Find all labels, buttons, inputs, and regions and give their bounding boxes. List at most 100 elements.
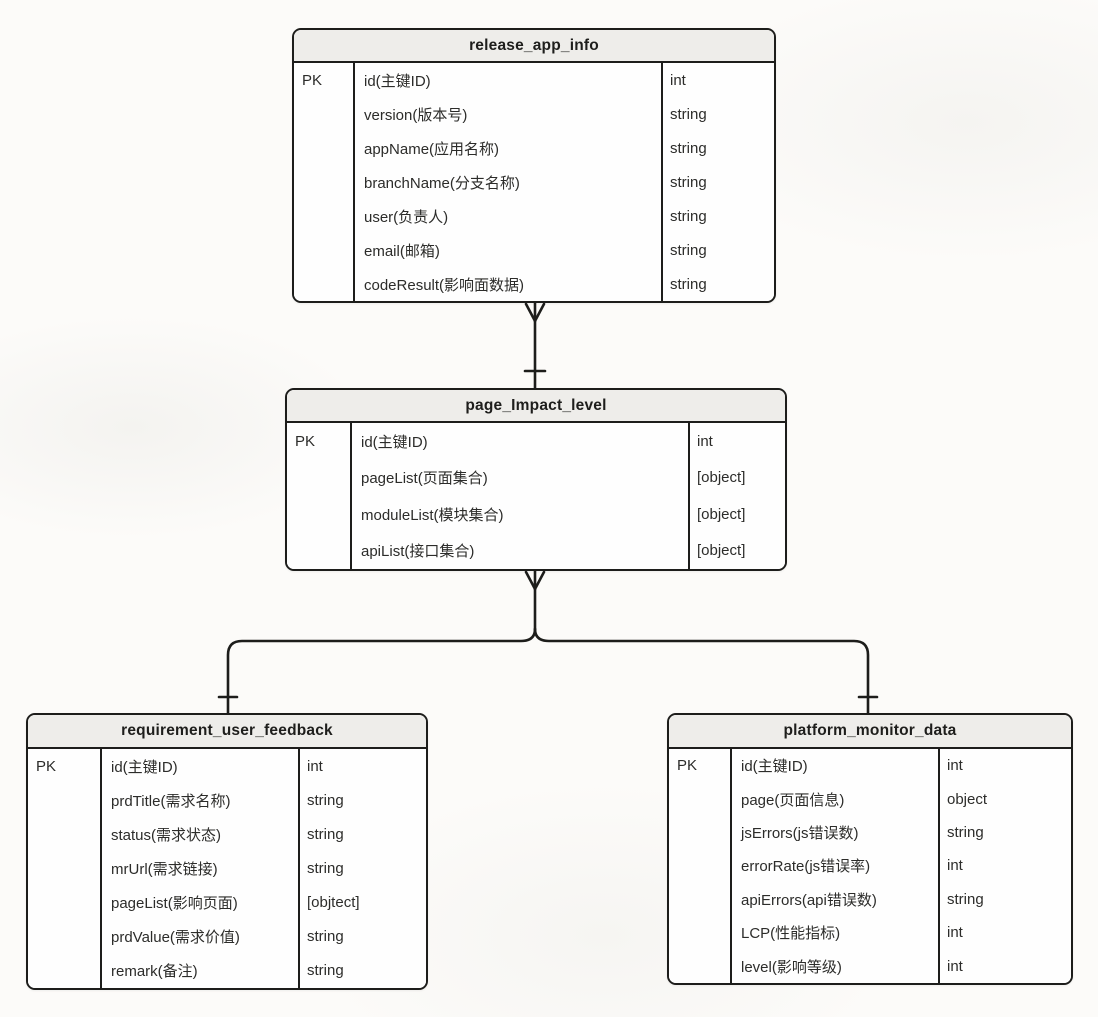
pk-cell <box>28 783 102 818</box>
pk-cell <box>287 459 352 496</box>
table-row: PK id(主键ID) int <box>287 423 785 460</box>
table-row: version(版本号) string <box>294 97 774 131</box>
field-type-cell: [object] <box>688 532 785 569</box>
field-name-cell: pageList(影响页面) <box>111 895 238 913</box>
pk-cell: PK <box>669 749 732 783</box>
table-row: moduleList(模块集合)[object] <box>287 496 785 533</box>
field-name-cell: page(页面信息) <box>741 791 845 809</box>
field-name-cell: version(版本号) <box>364 106 468 124</box>
field-type-cell: string <box>938 815 1071 850</box>
field-name-cell: moduleList(模块集合) <box>361 506 504 524</box>
field-type-cell: int <box>661 63 774 97</box>
crow-foot-icon <box>524 570 537 591</box>
entity-title: page_Impact_level <box>287 390 785 423</box>
table-row: level(影响等级) int <box>669 949 1071 983</box>
field-type-cell: int <box>938 949 1071 983</box>
field-name-cell: id(主键ID) <box>741 758 808 776</box>
field-name-cell: appName(应用名称) <box>364 140 500 158</box>
pk-cell <box>669 815 732 850</box>
pk-cell <box>28 817 102 852</box>
pk-cell <box>294 199 355 233</box>
pk-cell <box>294 131 355 165</box>
field-type-cell: string <box>661 97 774 131</box>
field-type-cell: [objtect] <box>298 885 426 920</box>
field-name-cell: apiList(接口集合) <box>361 543 475 561</box>
table-row: pageList(页面集合) [object] <box>287 459 785 496</box>
field-type-cell: int <box>688 423 785 460</box>
field-type-cell: string <box>661 199 774 233</box>
connector-to-feedback <box>226 627 537 715</box>
table-row: pageList(影响页面) [objtect] <box>28 885 426 920</box>
entity-title: release_app_info <box>294 30 774 63</box>
field-type-cell: string <box>298 817 426 852</box>
connector-to-monitor <box>533 627 870 715</box>
field-type-cell: int <box>938 849 1071 883</box>
crow-foot-icon <box>533 302 546 323</box>
table-row: user(负责人) string <box>294 199 774 233</box>
field-name-cell: status(需求状态) <box>111 826 222 844</box>
pk-cell <box>28 851 102 886</box>
pk-cell <box>294 233 355 267</box>
pk-cell <box>669 949 732 983</box>
field-type-cell: [object] <box>688 459 785 496</box>
pk-cell <box>287 496 352 533</box>
field-type-cell: string <box>661 165 774 199</box>
table-row: jsErrors(js错误数) string <box>669 815 1071 850</box>
field-name-cell: id(主键ID) <box>361 433 428 451</box>
pk-cell <box>28 919 102 954</box>
pk-cell <box>669 849 732 883</box>
crow-foot-icon <box>533 570 546 591</box>
pk-cell <box>287 532 352 569</box>
table-row: remark(备注)string <box>28 953 426 988</box>
pk-cell <box>669 782 732 816</box>
pk-cell <box>294 267 355 301</box>
field-type-cell: int <box>938 916 1071 950</box>
crow-foot-icon <box>524 302 537 323</box>
field-type-cell: string <box>298 851 426 886</box>
field-name-cell: remark(备注) <box>111 963 198 981</box>
field-type-cell: int <box>298 749 426 784</box>
entity-title: platform_monitor_data <box>669 715 1071 749</box>
field-type-cell: object <box>938 782 1071 816</box>
field-name-cell: LCP(性能指标) <box>741 925 841 943</box>
pk-cell <box>294 165 355 199</box>
pk-cell: PK <box>287 423 352 460</box>
field-name-cell: prdValue(需求价值) <box>111 929 240 947</box>
field-name-cell: user(负责人) <box>364 208 449 226</box>
field-type-cell: int <box>938 749 1071 783</box>
table-row: apiList(接口集合) [object] <box>287 532 785 569</box>
pk-cell: PK <box>28 749 102 784</box>
field-name-cell: jsErrors(js错误数) <box>741 825 859 843</box>
connector-release-to-impact <box>523 301 547 390</box>
field-type-cell: string <box>298 919 426 954</box>
connector-impact-fork <box>217 569 879 715</box>
table-row: PK id(主键ID) int <box>669 749 1071 783</box>
pk-cell <box>669 916 732 950</box>
pk-cell <box>28 885 102 920</box>
field-name-cell: codeResult(影响面数据) <box>364 276 525 294</box>
table-row: page(页面信息) object <box>669 782 1071 816</box>
table-row: prdTitle(需求名称)string <box>28 783 426 818</box>
field-name-cell: prdTitle(需求名称) <box>111 792 231 810</box>
pk-cell <box>28 953 102 988</box>
pk-cell <box>294 97 355 131</box>
field-type-cell: string <box>938 882 1071 917</box>
field-name-cell: branchName(分支名称) <box>364 174 520 192</box>
table-row: apiErrors(api错误数)string <box>669 882 1071 917</box>
field-name-cell: pageList(页面集合) <box>361 470 488 488</box>
field-name-cell: id(主键ID) <box>111 758 178 776</box>
field-name-cell: mrUrl(需求链接) <box>111 860 218 878</box>
table-row: LCP(性能指标) int <box>669 916 1071 950</box>
field-name-cell: level(影响等级) <box>741 958 842 976</box>
table-row: status(需求状态) string <box>28 817 426 852</box>
